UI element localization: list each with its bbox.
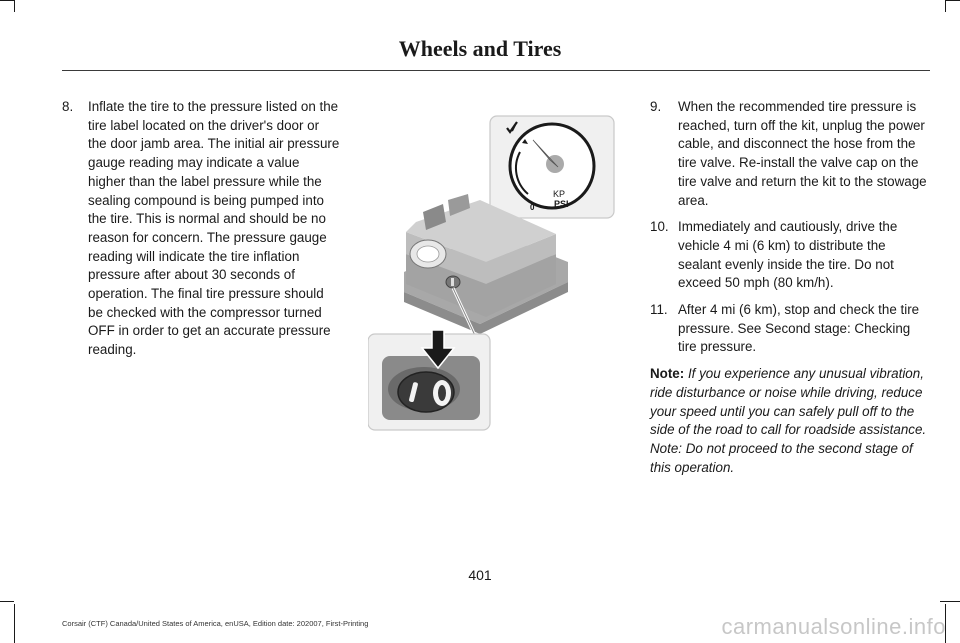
- press-down-arrow-icon: [420, 329, 456, 370]
- watermark: carmanualsonline.info: [721, 614, 946, 639]
- power-button-icon: [382, 356, 480, 420]
- edition-info: Corsair (CTF) Canada/United States of Am…: [62, 619, 369, 628]
- header-rule: [62, 70, 930, 71]
- step-number: 11.: [650, 302, 668, 318]
- step-10: 10. Immediately and cautiously, drive th…: [650, 218, 932, 293]
- kpa-label: KP: [553, 189, 565, 199]
- crop-mark: [945, 604, 946, 643]
- step-number: 9.: [650, 99, 662, 114]
- step-text: When the recommended tire pressure is re…: [678, 99, 927, 208]
- note: Note: If you experience any unusual vibr…: [650, 365, 932, 477]
- page-number: 401: [468, 567, 492, 583]
- right-column: 9. When the recommended tire pressure is…: [650, 98, 932, 477]
- crop-mark: [0, 0, 14, 1]
- crop-mark: [14, 604, 15, 643]
- step-number: 10.: [650, 219, 669, 235]
- step-text: Inflate the tire to the pressure listed …: [88, 99, 340, 358]
- crop-mark: [14, 0, 15, 12]
- note-label: Note:: [650, 366, 685, 382]
- crop-mark: [0, 601, 14, 602]
- note-text: If you experience any unusual vibration,…: [650, 366, 927, 475]
- page-title: Wheels and Tires: [398, 36, 562, 61]
- step-number: 8.: [62, 99, 74, 114]
- pressure-gauge-icon: KP PSI 0: [506, 121, 596, 212]
- tire-inflator-illustration: KP PSI 0: [368, 115, 615, 431]
- step-text: Immediately and cautiously, drive the ve…: [678, 219, 898, 291]
- compressor-unit: [404, 194, 568, 334]
- crop-mark: [945, 0, 946, 12]
- step-text: After 4 mi (6 km), stop and check the ti…: [678, 302, 920, 355]
- zero-label: 0: [530, 203, 535, 212]
- step-8: 8. Inflate the tire to the pressure list…: [62, 98, 340, 360]
- psi-label: PSI: [554, 199, 569, 209]
- step-11: 11. After 4 mi (6 km), stop and check th…: [650, 301, 932, 357]
- crop-mark: [940, 601, 960, 602]
- step-9: 9. When the recommended tire pressure is…: [650, 98, 932, 210]
- crop-mark: [946, 0, 960, 1]
- left-column: 8. Inflate the tire to the pressure list…: [62, 98, 340, 368]
